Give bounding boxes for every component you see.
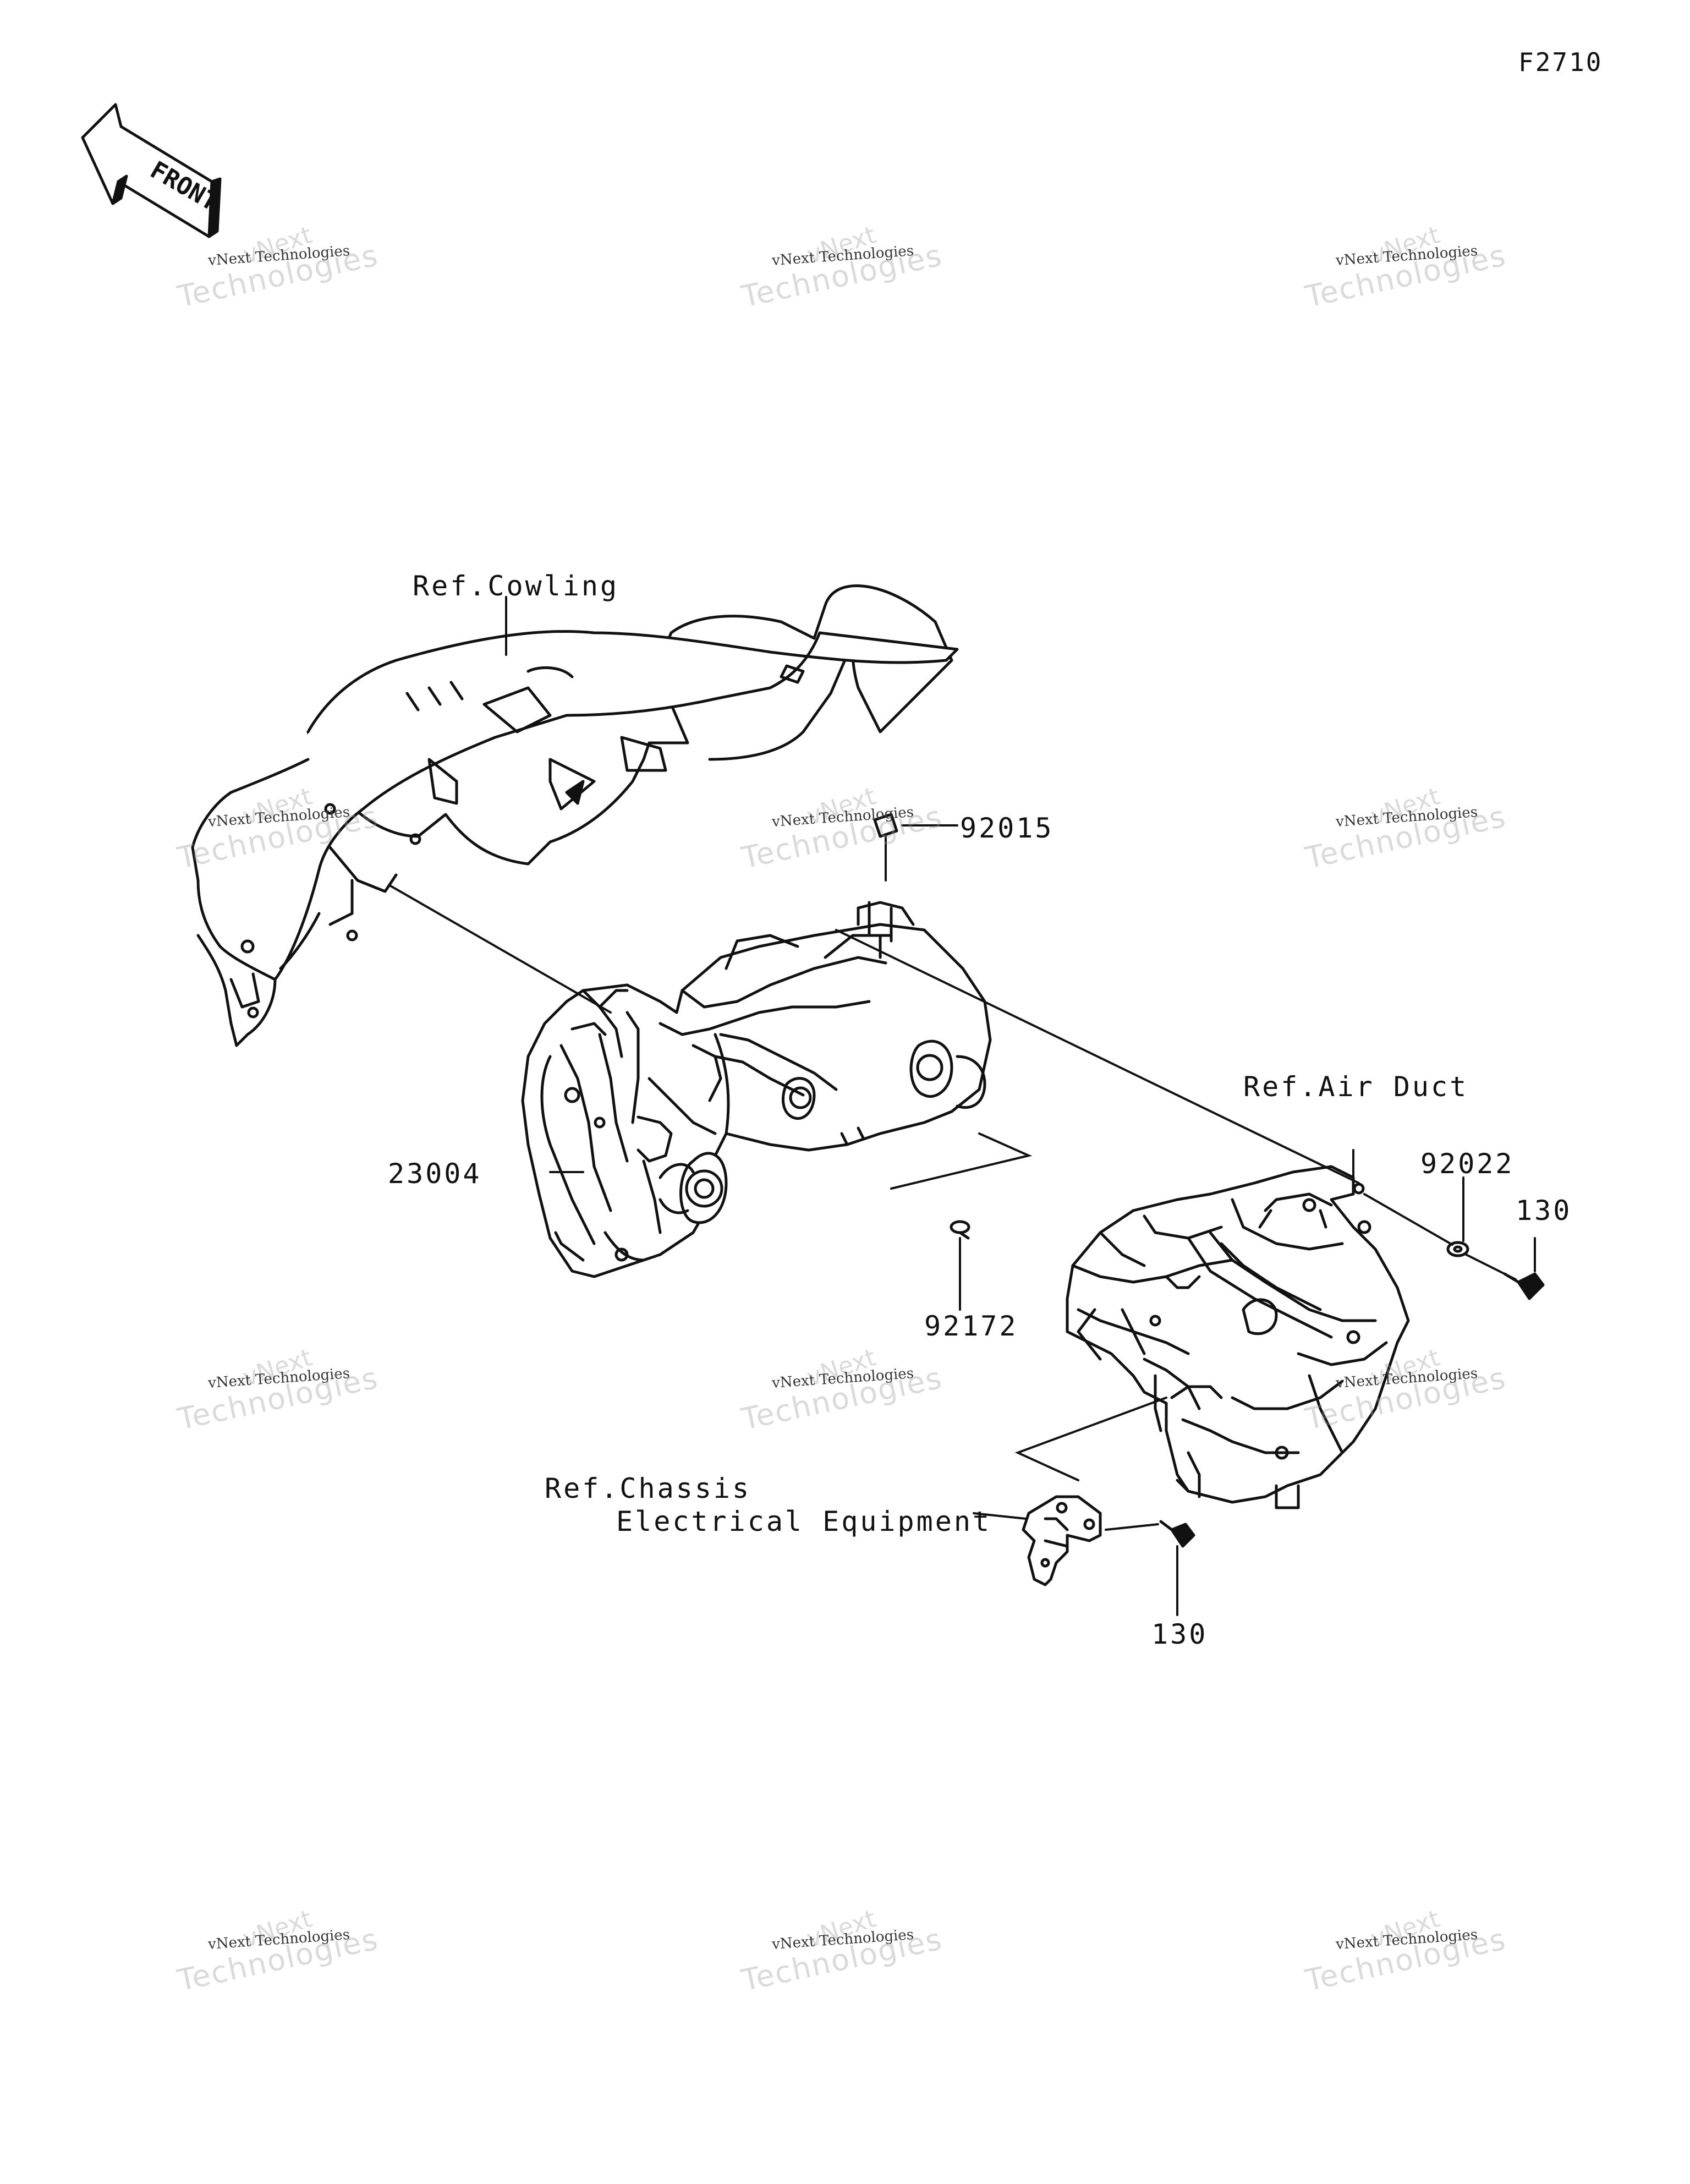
label-part-23004: 23004 xyxy=(388,1158,482,1190)
label-ref-air-duct: Ref.Air Duct xyxy=(1243,1071,1469,1103)
air-duct-part xyxy=(1066,1165,1410,1509)
label-ref-cowling: Ref.Cowling xyxy=(413,570,619,602)
label-electrical-equipment: Electrical Equipment xyxy=(616,1506,992,1537)
label-part-130-b: 130 xyxy=(1151,1618,1208,1650)
label-part-130-a: 130 xyxy=(1516,1195,1572,1227)
headlight-assembly-part xyxy=(521,901,992,1278)
washer-92022 xyxy=(1446,1241,1469,1257)
cowling-part xyxy=(191,584,959,1047)
label-part-92022: 92022 xyxy=(1420,1148,1515,1180)
clip-92015 xyxy=(873,813,898,838)
bolt-130-b xyxy=(1159,1520,1195,1548)
figure-code: F2710 xyxy=(1518,47,1603,77)
label-ref-chassis: Ref.Chassis xyxy=(545,1473,751,1504)
leader-lines xyxy=(389,596,1536,1616)
chassis-bracket-part xyxy=(1022,1495,1102,1586)
front-arrow-icon: FRONT xyxy=(81,103,223,238)
label-part-92015: 92015 xyxy=(960,812,1054,844)
label-part-92172: 92172 xyxy=(924,1310,1018,1342)
screw-92172 xyxy=(950,1220,970,1240)
